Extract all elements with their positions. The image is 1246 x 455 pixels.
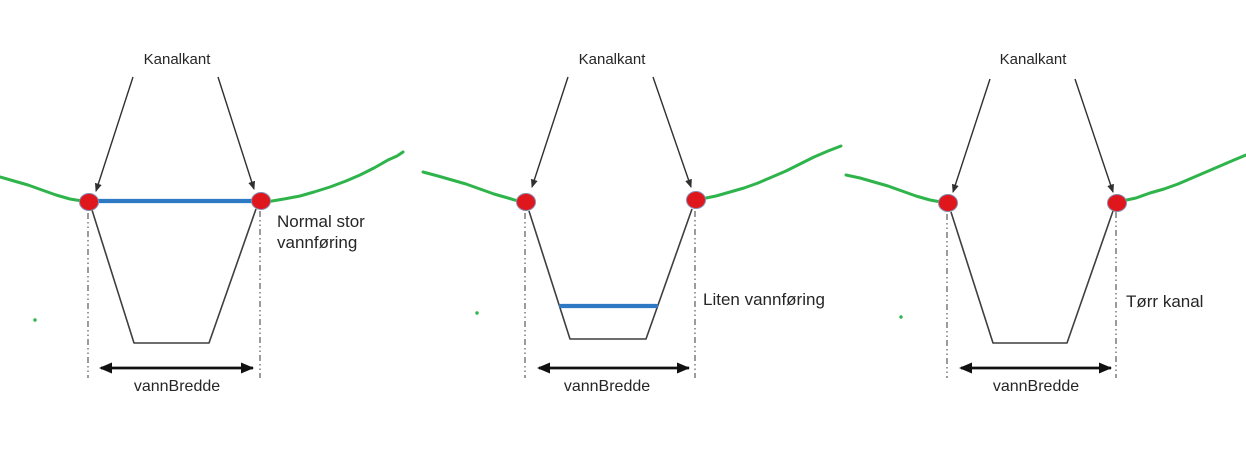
channel-outline-3 xyxy=(950,210,1114,344)
terrain-line-right-2 xyxy=(699,144,843,201)
state-label-normal-flow: Normal stor vannføring xyxy=(277,212,365,252)
kanalkant-leader-right-1 xyxy=(217,76,256,190)
terrain-speck-3 xyxy=(899,315,903,319)
channel-outline-2 xyxy=(528,208,693,340)
kanalkant-label-1: Kanalkant xyxy=(143,51,211,68)
kanalkant-leader-left-3 xyxy=(952,78,991,193)
terrain-line-left-1 xyxy=(0,175,84,203)
kanalkant-leader-right-3 xyxy=(1074,78,1114,193)
kanalkant-leader-left-1 xyxy=(94,76,134,192)
canal-edge-marker-right-1 xyxy=(251,192,271,210)
state-label-dry-canal: Tørr kanal xyxy=(1126,292,1204,311)
terrain-line-right-3 xyxy=(1120,153,1246,203)
kanalkant-label-2: Kanalkant xyxy=(578,51,646,68)
kanalkant-leader-right-2 xyxy=(652,76,692,188)
canal-edge-marker-right-3 xyxy=(1107,194,1127,212)
panel-dry-canal xyxy=(844,78,1246,378)
canal-edge-marker-left-3 xyxy=(938,194,958,212)
channel-outline-1 xyxy=(91,208,257,344)
panel-low-flow xyxy=(421,76,843,378)
canal-edge-marker-right-2 xyxy=(686,191,706,209)
kanalkant-leader-left-2 xyxy=(531,76,569,188)
terrain-speck-2 xyxy=(475,311,479,315)
width-label-2: vannBredde xyxy=(563,378,651,395)
width-label-3: vannBredde xyxy=(992,378,1080,395)
terrain-line-left-3 xyxy=(844,173,943,204)
terrain-line-right-1 xyxy=(264,150,405,204)
terrain-line-left-2 xyxy=(421,170,520,203)
terrain-speck-1 xyxy=(33,318,37,322)
canal-edge-marker-left-1 xyxy=(79,193,99,211)
kanalkant-label-3: Kanalkant xyxy=(999,51,1067,68)
state-label-low-flow: Liten vannføring xyxy=(703,290,825,309)
canal-edge-marker-left-2 xyxy=(516,193,536,211)
width-label-1: vannBredde xyxy=(133,378,221,395)
panel-normal-flow xyxy=(0,76,405,378)
